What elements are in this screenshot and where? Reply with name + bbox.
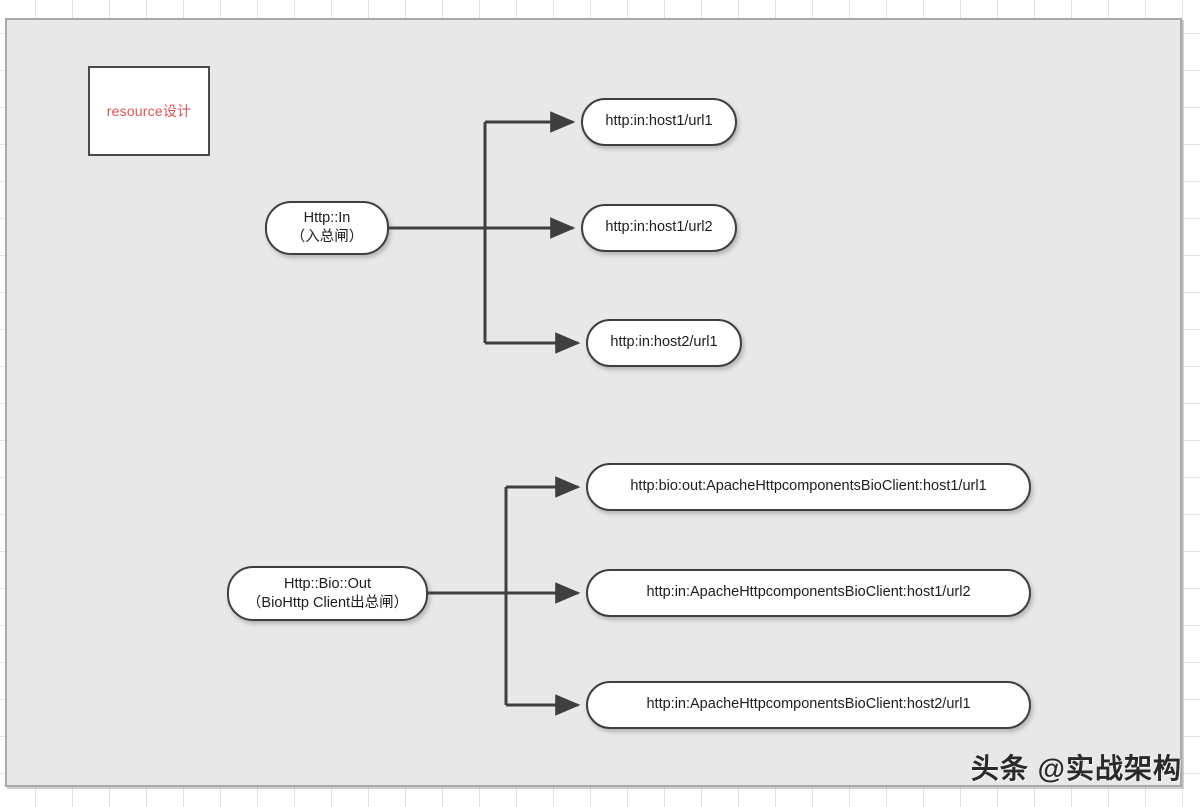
node-label: http:in:ApacheHttpcomponentsBioClient:ho… [646, 696, 971, 713]
node-label: http:in:ApacheHttpcomponentsBioClient:ho… [646, 584, 971, 601]
node-http-bio-out-line2: （BioHttp Client出总闸） [246, 594, 409, 611]
legend-label: resource设计 [106, 103, 192, 119]
node-http-in-source[interactable]: Http::In （入总闸） [265, 201, 389, 255]
node-http-bio-in-host2-url1[interactable]: http:in:ApacheHttpcomponentsBioClient:ho… [586, 681, 1031, 729]
node-label: http:in:host1/url1 [605, 113, 713, 130]
node-http-in-line1: Http::In [303, 210, 351, 227]
node-label: http:in:host1/url2 [605, 219, 713, 236]
node-http-in-line2: （入总闸） [290, 229, 364, 245]
node-http-bio-out-host1-url1[interactable]: http:bio:out:ApacheHttpcomponentsBioClie… [586, 463, 1031, 511]
node-http-in-host2-url1[interactable]: http:in:host2/url1 [586, 319, 742, 367]
watermark: 头条 @实战架构 [970, 753, 1182, 784]
node-label: http:bio:out:ApacheHttpcomponentsBioClie… [630, 478, 987, 495]
node-http-in-host1-url1[interactable]: http:in:host1/url1 [581, 98, 737, 146]
legend-box: resource设计 [88, 66, 210, 156]
node-http-bio-in-host1-url2[interactable]: http:in:ApacheHttpcomponentsBioClient:ho… [586, 569, 1031, 617]
node-label: http:in:host2/url1 [610, 334, 718, 351]
node-http-bio-out-line1: Http::Bio::Out [283, 575, 372, 592]
node-http-in-host1-url2[interactable]: http:in:host1/url2 [581, 204, 737, 252]
node-http-bio-out-source[interactable]: Http::Bio::Out （BioHttp Client出总闸） [227, 566, 428, 621]
